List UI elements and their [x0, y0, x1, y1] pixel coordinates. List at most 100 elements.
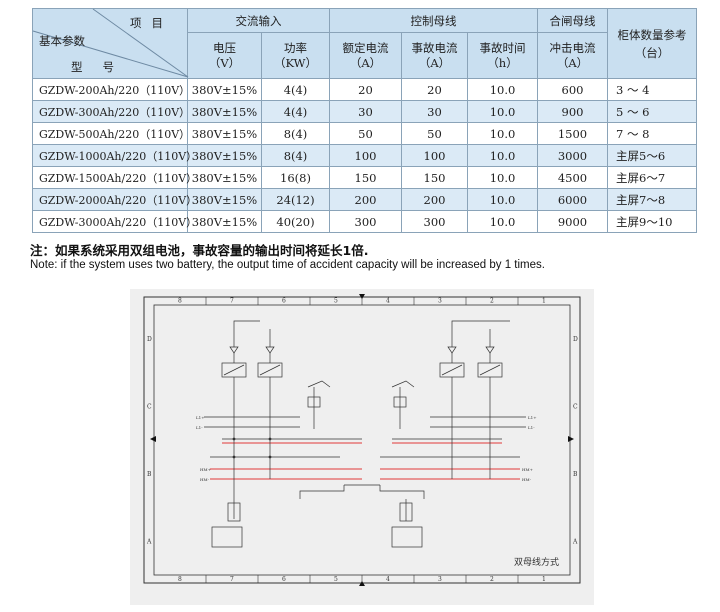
cell-fault: 20	[401, 78, 468, 101]
row-label: D	[573, 336, 578, 343]
cell-time: 10.0	[467, 122, 538, 145]
cell-voltage: 380V±15%	[187, 78, 262, 101]
left-charger-switches	[232, 437, 272, 459]
cell-model: GZDW-200Ah/220（110V）	[32, 78, 190, 101]
cell-impact: 3000	[537, 144, 608, 167]
row-label: A	[146, 538, 152, 545]
cell-impact: 600	[537, 78, 608, 101]
column-label: 5	[334, 576, 338, 583]
cell-cabinet: 5 ～ 6	[607, 100, 697, 123]
cell-impact: 900	[537, 100, 608, 123]
header-row-groups: 项目 基本参数 型号 交流输入 控制母线 合闸母线 柜体数量参考（台）	[32, 8, 697, 79]
cell-time: 10.0	[467, 78, 538, 101]
svg-text:HM-: HM-	[522, 477, 532, 482]
column-label: 4	[386, 576, 390, 583]
row-label: C	[573, 403, 578, 410]
cell-fault: 50	[401, 122, 468, 145]
corner-item-label: 项目	[130, 16, 173, 30]
cell-rated: 100	[329, 144, 402, 167]
cell-model: GZDW-1500Ah/220（110V）	[32, 166, 197, 189]
cell-cabinet: 7 ～ 8	[607, 122, 697, 145]
corner-param-label: 基本参数	[39, 34, 85, 48]
cell-cabinet: 主屏7～8	[607, 188, 697, 211]
column-label: 1	[542, 576, 546, 583]
table-row: GZDW-2000Ah/220（110V） 380V±15% 24(12) 20…	[32, 188, 697, 211]
cell-voltage: 380V±15%	[187, 210, 262, 233]
cell-rated: 30	[329, 100, 402, 123]
cell-power: 40(20)	[261, 210, 330, 233]
cell-impact: 6000	[537, 188, 608, 211]
cell-fault: 150	[401, 166, 468, 189]
column-label: 5	[334, 298, 338, 305]
cell-voltage: 380V±15%	[187, 166, 262, 189]
svg-text:L1-: L1-	[528, 425, 535, 430]
col-voltage: 电压（V）	[187, 32, 262, 79]
column-label: 7	[230, 298, 234, 305]
note-chinese: 注：如果系统采用双组电池，事故容量的输出时间将延长1倍.	[30, 243, 369, 258]
cell-model: GZDW-1000Ah/220（110V）	[32, 144, 197, 167]
cell-model: GZDW-3000Ah/220（110V）	[32, 210, 197, 233]
header-corner: 项目 基本参数 型号	[32, 8, 189, 79]
column-label: 2	[490, 298, 494, 305]
left-arrow-icon	[150, 436, 156, 442]
frame-outer	[143, 296, 581, 584]
svg-text:HM+: HM+	[200, 467, 211, 472]
row-label: D	[147, 336, 152, 343]
cell-model: GZDW-500Ah/220（110V）	[32, 122, 190, 145]
column-ticks	[205, 297, 519, 583]
cell-time: 10.0	[467, 144, 538, 167]
cell-voltage: 380V±15%	[187, 100, 262, 123]
note-english: Note: if the system uses two battery, th…	[30, 259, 545, 271]
cell-rated: 200	[329, 188, 402, 211]
cell-power: 8(4)	[261, 122, 330, 145]
column-label: 7	[230, 576, 234, 583]
spec-table: 项目 基本参数 型号 交流输入 控制母线 合闸母线 柜体数量参考（台） 电压（V…	[32, 8, 697, 233]
cell-voltage: 380V±15%	[187, 122, 262, 145]
cell-power: 4(4)	[261, 78, 330, 101]
group-cabinet: 柜体数量参考（台）	[607, 8, 697, 79]
col-rated-current: 额定电流（A）	[329, 32, 402, 79]
cell-time: 10.0	[467, 188, 538, 211]
column-label: 6	[282, 298, 286, 305]
corner-diagonals	[32, 8, 189, 78]
cell-time: 10.0	[467, 210, 538, 233]
right-arrow-icon	[568, 436, 574, 442]
header-row-columns: 电压（V） 功率（KW） 额定电流（A） 事故电流（A） 事故时间（h） 冲击电…	[33, 32, 697, 79]
column-label: 4	[386, 298, 390, 305]
table-row: GZDW-500Ah/220（110V） 380V±15% 8(4) 50 50…	[32, 122, 697, 145]
column-label: 3	[438, 298, 442, 305]
column-label: 2	[490, 576, 494, 583]
cell-cabinet: 主屏5～6	[607, 144, 697, 167]
group-ac-input: 交流输入	[187, 8, 330, 33]
table-row: GZDW-300Ah/220（110V） 380V±15% 4(4) 30 30…	[32, 100, 697, 123]
top-arrow-icon	[359, 294, 365, 299]
bottom-arrow-icon	[359, 581, 365, 586]
svg-text:HM+: HM+	[522, 467, 533, 472]
frame-inner	[153, 304, 571, 576]
cell-rated: 150	[329, 166, 402, 189]
col-power: 功率（KW）	[261, 32, 330, 79]
table-row: GZDW-200Ah/220（110V） 380V±15% 4(4) 20 20…	[32, 78, 697, 101]
control-buses	[204, 416, 526, 458]
svg-text:HM-: HM-	[200, 477, 210, 482]
col-fault-current: 事故电流（A）	[401, 32, 468, 79]
column-label: 1	[542, 298, 546, 305]
table-row: GZDW-1500Ah/220（110V） 380V±15% 16(8) 150…	[32, 166, 697, 189]
cell-power: 4(4)	[261, 100, 330, 123]
bus-labels: L1+ L1- L1+ L1- HM+ HM- HM+ HM-	[196, 415, 537, 482]
corner-model-label: 型号	[71, 60, 134, 74]
cell-impact: 1500	[537, 122, 608, 145]
group-control-bus: 控制母线	[329, 8, 538, 33]
column-label: 8	[178, 298, 182, 305]
cell-rated: 50	[329, 122, 402, 145]
cell-cabinet: 3 ～ 4	[607, 78, 697, 101]
cell-time: 10.0	[467, 166, 538, 189]
table-row: GZDW-3000Ah/220（110V） 380V±15% 40(20) 30…	[32, 210, 697, 233]
col-fault-time: 事故时间（h）	[467, 32, 538, 79]
row-label: C	[147, 403, 152, 410]
cell-fault: 300	[401, 210, 468, 233]
